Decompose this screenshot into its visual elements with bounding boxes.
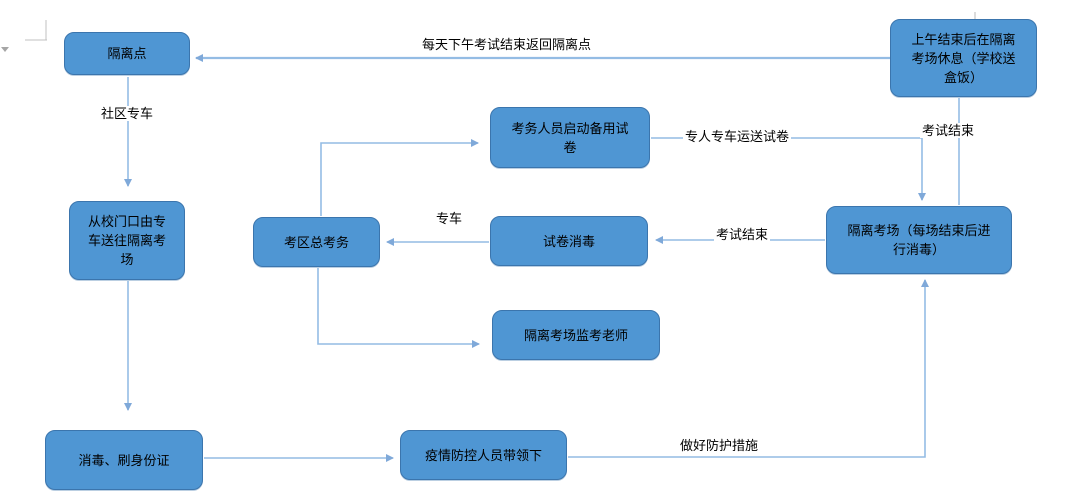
connector-office-to-backup-papers (320, 139, 479, 216)
edge-label-dedicated-bus: 专车 (434, 211, 465, 226)
edge-label-community-bus: 社区专车 (99, 106, 156, 121)
node-school-gate-transfer[interactable]: 从校门口由专车送往隔离考场 (69, 201, 185, 280)
connector-backup-papers-to-exam-room (651, 137, 926, 201)
node-label: 隔离点 (107, 46, 147, 61)
edge-label-exam-end-top: 考试结束 (920, 123, 977, 138)
edge-label-exam-end-mid: 考试结束 (714, 227, 771, 242)
node-disinfect-id-check[interactable]: 消毒、刷身份证 (45, 430, 203, 490)
edge-label-afternoon-return: 每天下午考试结束返回隔离点 (420, 37, 594, 52)
node-label: 试卷消毒 (542, 233, 595, 249)
edge-label-protective-measures: 做好防护措施 (678, 438, 761, 453)
node-label: 上午结束后在隔离考场休息（学校送盒饭） (911, 31, 1016, 85)
node-backup-papers[interactable]: 考务人员启动备用试卷 (490, 107, 650, 168)
node-label: 疫情防控人员带领下 (424, 447, 542, 463)
node-isolation-point[interactable]: 隔离点 (64, 32, 190, 75)
node-invigilators[interactable]: 隔离考场监考老师 (492, 310, 660, 360)
node-exam-area-office[interactable]: 考区总考务 (253, 217, 380, 267)
node-paper-disinfection[interactable]: 试卷消毒 (490, 216, 648, 266)
node-isolation-exam-room[interactable]: 隔离考场（每场结束后进行消毒） (826, 206, 1012, 274)
node-label: 隔离考场监考老师 (523, 327, 628, 343)
page-corner-mark (25, 20, 47, 41)
node-morning-rest[interactable]: 上午结束后在隔离考场休息（学校送盒饭） (890, 19, 1037, 97)
connector-office-to-invigilators (317, 268, 480, 348)
edge-label-dedicated-transport: 专人专车运送试卷 (683, 129, 792, 144)
node-label: 隔离考场（每场结束后进行消毒） (847, 223, 991, 257)
node-label: 考务人员启动备用试卷 (511, 120, 629, 155)
node-epidemic-staff[interactable]: 疫情防控人员带领下 (400, 430, 567, 480)
connector-epidemic-staff-to-exam-room (568, 279, 929, 458)
node-label: 消毒、刷身份证 (78, 452, 170, 468)
ruler-marker-icon (1, 47, 9, 52)
node-label: 考区总考务 (283, 234, 349, 250)
node-label: 从校门口由专车送往隔离考场 (87, 214, 166, 267)
